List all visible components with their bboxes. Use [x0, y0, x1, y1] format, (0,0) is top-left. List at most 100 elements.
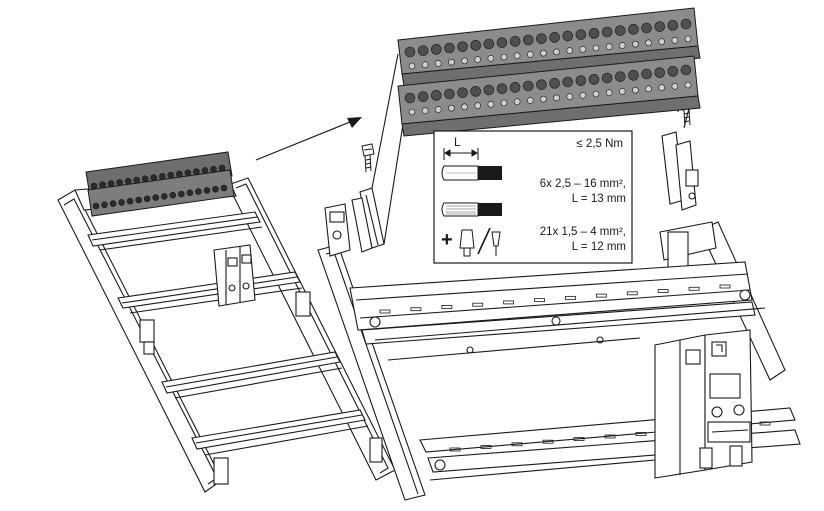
terminal-hole	[605, 89, 613, 97]
terminal-hole	[408, 108, 416, 116]
terminal-hole	[566, 47, 574, 54]
terminal-hole	[645, 85, 652, 93]
rail-slot	[503, 300, 515, 305]
terminal-hole	[461, 57, 468, 65]
terminal-hole	[500, 53, 508, 61]
rail-slot	[595, 293, 607, 298]
terminal-hole	[671, 82, 679, 90]
rail-slot	[511, 442, 523, 447]
terminal-hole	[483, 38, 495, 50]
terminal-hole	[618, 88, 626, 95]
stranded-wire-length: L = 12 mm	[572, 241, 626, 253]
terminal-hole	[500, 99, 508, 107]
terminal-hole	[496, 83, 508, 94]
enclosure-detail-view	[317, 23, 801, 501]
terminal-hole	[430, 44, 442, 55]
rail-slot	[542, 439, 554, 444]
terminal-hole	[101, 201, 108, 209]
terminal-hole	[408, 62, 416, 70]
terminal-hole	[470, 40, 482, 51]
rail-slot	[534, 298, 545, 303]
terminal-hole	[680, 18, 692, 30]
terminal-hole	[522, 34, 534, 46]
terminal-hole	[124, 177, 132, 185]
terminal-hole	[562, 76, 574, 88]
terminal-hole	[160, 193, 168, 200]
terminal-hole	[150, 174, 158, 181]
terminal-hole	[658, 38, 666, 45]
terminal-hole	[421, 61, 429, 69]
terminal-hole	[575, 75, 587, 86]
terminal-hole	[461, 103, 468, 111]
terminal-hole	[201, 167, 209, 174]
terminal-hole	[99, 181, 106, 189]
terminal-hole	[540, 95, 547, 103]
terminal-hole	[195, 188, 202, 195]
terminal-hole	[135, 196, 142, 204]
rail-slot	[635, 431, 647, 436]
terminal-hole	[628, 24, 639, 35]
terminal-hole	[470, 86, 482, 97]
terminal-hole	[549, 78, 560, 89]
terminal-hole	[671, 36, 679, 44]
terminal-hole	[417, 45, 429, 56]
terminal-hole	[540, 49, 547, 57]
terminal-hole	[118, 199, 125, 206]
terminal-hole	[566, 93, 574, 100]
terminal-hole	[444, 42, 455, 54]
enclosure-frame-overview	[57, 177, 396, 493]
terminal-hole	[509, 36, 521, 47]
terminal-hole	[143, 195, 151, 203]
terminal-hole	[632, 40, 639, 48]
terminal-hole	[526, 97, 534, 104]
terminal-hole	[210, 165, 217, 173]
terminal-hole	[483, 84, 495, 96]
terminal-hole	[641, 22, 652, 34]
terminal-hole	[152, 194, 160, 201]
rail-slot	[626, 291, 638, 296]
rail-slot	[657, 289, 669, 293]
rail-slot	[449, 447, 461, 452]
rail-slot	[604, 434, 616, 439]
plus-sign: +	[441, 229, 453, 251]
terminal-hole	[109, 200, 117, 207]
terminal-hole	[404, 92, 416, 104]
terminal-hole	[126, 197, 134, 205]
terminal-hole	[158, 173, 166, 180]
terminal-hole	[169, 191, 177, 199]
terminal-hole	[575, 29, 587, 40]
terminal-hole	[176, 170, 183, 178]
screw-icon	[361, 143, 375, 173]
terminal-hole	[404, 46, 416, 58]
rail-slot	[441, 305, 453, 309]
terminal-hole	[457, 41, 468, 52]
terminal-hole	[526, 51, 534, 58]
terminal-hole	[605, 43, 613, 51]
terminal-hole	[107, 180, 115, 187]
terminal-hole	[417, 91, 429, 102]
terminal-hole	[628, 70, 639, 81]
terminal-hole	[474, 102, 482, 109]
terminal-hole	[167, 171, 175, 179]
terminal-hole	[632, 86, 639, 94]
terminal-hole	[522, 80, 534, 92]
terminal-hole	[421, 107, 429, 115]
rail-slot	[573, 437, 585, 442]
terminal-hole	[680, 64, 692, 76]
rigid-wire-section: 6x 2,5 – 16 mm²,	[540, 178, 626, 190]
rail-slot	[565, 295, 576, 300]
rail-slot	[379, 309, 391, 314]
terminal-hole	[645, 39, 652, 47]
terminal-hole	[592, 90, 600, 98]
terminal-hole	[474, 56, 482, 63]
terminal-hole	[536, 79, 547, 90]
terminal-hole	[579, 91, 587, 99]
rail-slot	[688, 286, 700, 291]
rail-slot	[719, 284, 731, 289]
terminal-hole	[218, 164, 226, 172]
terminal-hole	[220, 184, 228, 192]
terminal-hole	[444, 88, 455, 100]
rigid-wire-length: L = 13 mm	[572, 193, 626, 205]
wire-rigid-icon	[441, 165, 502, 181]
